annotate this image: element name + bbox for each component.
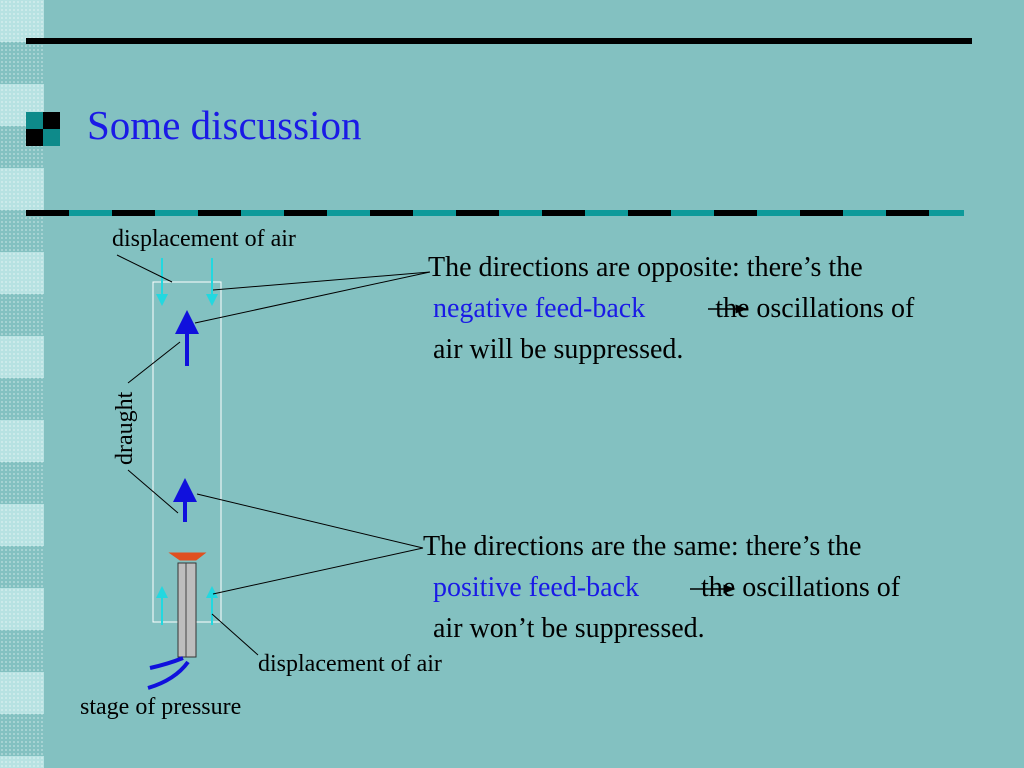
top-divider-line [26, 38, 972, 44]
statement-opposite-line2: the oscillations of [715, 293, 915, 324]
label-stage-of-pressure: stage of pressure [80, 694, 242, 720]
slide-title: Some discussion [87, 102, 362, 148]
title-bullet-icon [26, 112, 60, 146]
statement-same: The directions are the same: there’s the… [423, 526, 900, 649]
pressure-arrow-upper [149, 656, 184, 670]
pressure-arrow-lower [147, 660, 190, 690]
title-underline-dashed [26, 210, 964, 216]
negative-feedback-text: negative feed-back [433, 293, 646, 324]
statement-same-line2: the oscillations of [701, 572, 901, 603]
label-draught: draught [112, 391, 138, 465]
statement-same-line1: The directions are the same: there’s the [423, 531, 862, 562]
statement-opposite-line1: The directions are opposite: there’s the [428, 252, 863, 283]
pressure-pipe [177, 562, 197, 658]
statement-opposite: The directions are opposite: there’s the… [428, 247, 914, 370]
chimney-cap [168, 552, 207, 561]
statement-same-line3: air won’t be suppressed. [433, 613, 705, 644]
label-displacement-bottom: displacement of air [258, 651, 442, 677]
label-displacement-top: displacement of air [112, 226, 296, 252]
statement-opposite-line3: air will be suppressed. [433, 334, 684, 365]
positive-feedback-text: positive feed-back [433, 572, 640, 603]
